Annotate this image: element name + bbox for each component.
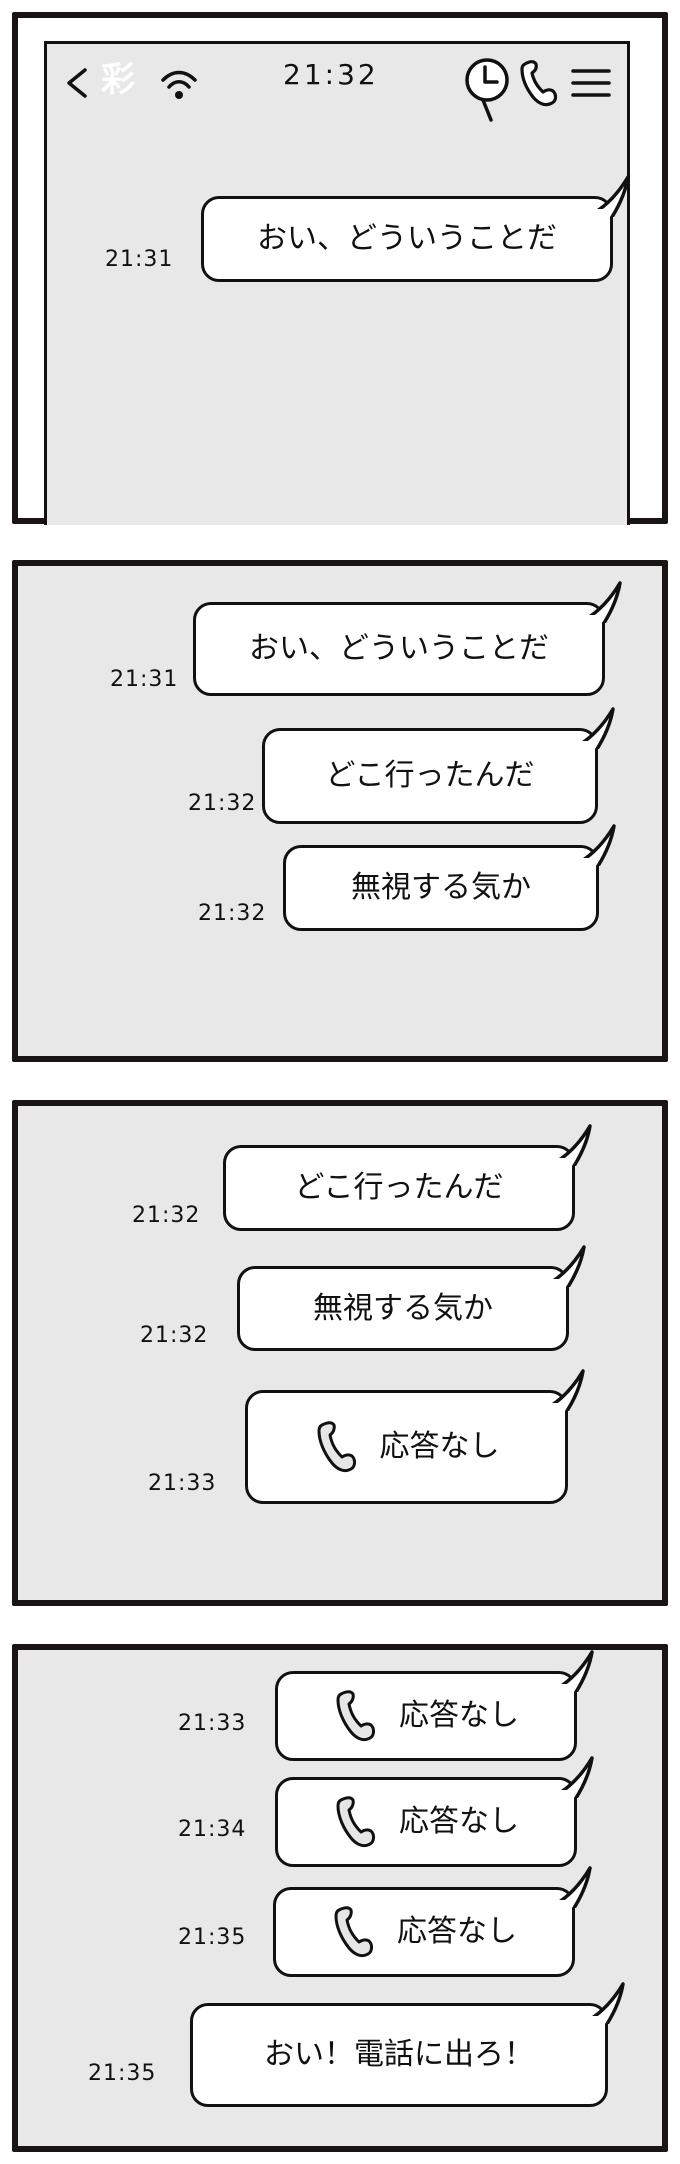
message-text: 無視する気か (351, 870, 531, 905)
chat-bubble[interactable]: どこ行ったんだ (223, 1145, 575, 1231)
comic-panel-3: 21:32 どこ行ったんだ 21:32 無視する気か 21:33 応答なし (12, 1100, 668, 1606)
chevron-left-icon[interactable] (63, 66, 91, 100)
message-timestamp: 21:35 (88, 2061, 157, 2086)
message-text: 無視する気か (313, 1290, 493, 1326)
comic-panel-1: 彩 21:32 21:31 おい、どういうことだ (12, 12, 668, 525)
message-timestamp: 21:33 (178, 1711, 247, 1736)
bubble-tail (554, 1122, 594, 1166)
missed-call-bubble[interactable]: 応答なし (245, 1390, 568, 1504)
message-timestamp: 21:31 (110, 667, 179, 692)
message-timestamp: 21:32 (140, 1323, 209, 1348)
missed-call-bubble[interactable]: 応答なし (275, 1777, 577, 1867)
message-text: おい、どういうことだ (249, 631, 549, 666)
bubble-tail (548, 1243, 588, 1287)
phone-handset-icon (331, 1904, 375, 1960)
phone-handset-icon (333, 1688, 377, 1744)
message-text: どこ行ったんだ (294, 1170, 504, 1205)
message-text: 応答なし (397, 1914, 517, 1949)
hamburger-menu-icon[interactable] (569, 66, 613, 100)
chat-bubble[interactable]: 無視する気か (237, 1266, 569, 1351)
message-text: おい！電話に出ろ！ (264, 2037, 534, 2072)
message-text: 応答なし (399, 1804, 519, 1839)
phone-icon[interactable] (517, 58, 561, 108)
chat-bubble[interactable]: 無視する気か (283, 845, 599, 931)
bubble-tail (587, 1980, 627, 2024)
chat-bubble[interactable]: どこ行ったんだ (262, 728, 598, 824)
chat-bubble[interactable]: おい、どういうことだ (201, 196, 613, 282)
phone-handset-icon (333, 1794, 377, 1850)
message-timestamp: 21:33 (148, 1471, 217, 1496)
bubble-tail (554, 1864, 594, 1908)
wifi-icon (161, 70, 197, 99)
bubble-tail (547, 1367, 587, 1411)
bubble-tail (578, 822, 618, 866)
message-text: どこ行ったんだ (325, 758, 535, 793)
message-timestamp: 21:32 (132, 1203, 201, 1228)
status-time: 21:32 (283, 58, 379, 91)
missed-call-bubble[interactable]: 応答なし (275, 1671, 577, 1761)
bubble-tail (556, 1648, 596, 1692)
phone-handset-icon (314, 1419, 358, 1475)
bubble-tail (577, 705, 617, 749)
contact-name: 彩 (101, 60, 135, 100)
message-timestamp: 21:34 (178, 1817, 247, 1842)
bubble-tail (592, 173, 632, 217)
message-text: 応答なし (399, 1698, 519, 1733)
search-history-icon[interactable] (459, 54, 519, 124)
message-text: 応答なし (379, 1429, 500, 1464)
chat-bubble[interactable]: おい、どういうことだ (193, 602, 605, 696)
message-timestamp: 21:31 (105, 247, 174, 272)
comic-panel-2: 21:31 おい、どういうことだ 21:32 どこ行ったんだ 21:32 無視す… (12, 560, 668, 1062)
message-timestamp: 21:32 (198, 901, 267, 926)
bubble-tail (584, 579, 624, 623)
message-text: おい、どういうことだ (257, 221, 557, 256)
missed-call-bubble[interactable]: 応答なし (273, 1887, 575, 1977)
chat-bubble[interactable]: おい！電話に出ろ！ (190, 2003, 608, 2107)
bubble-tail (556, 1754, 596, 1798)
message-timestamp: 21:35 (178, 1925, 247, 1950)
message-timestamp: 21:32 (188, 791, 257, 816)
chat-screen: 彩 21:32 21:31 おい、どういうことだ (44, 41, 630, 525)
comic-panel-4: 21:33 応答なし 21:34 応答なし 21:35 応答なし 21:35 お… (12, 1644, 668, 2152)
